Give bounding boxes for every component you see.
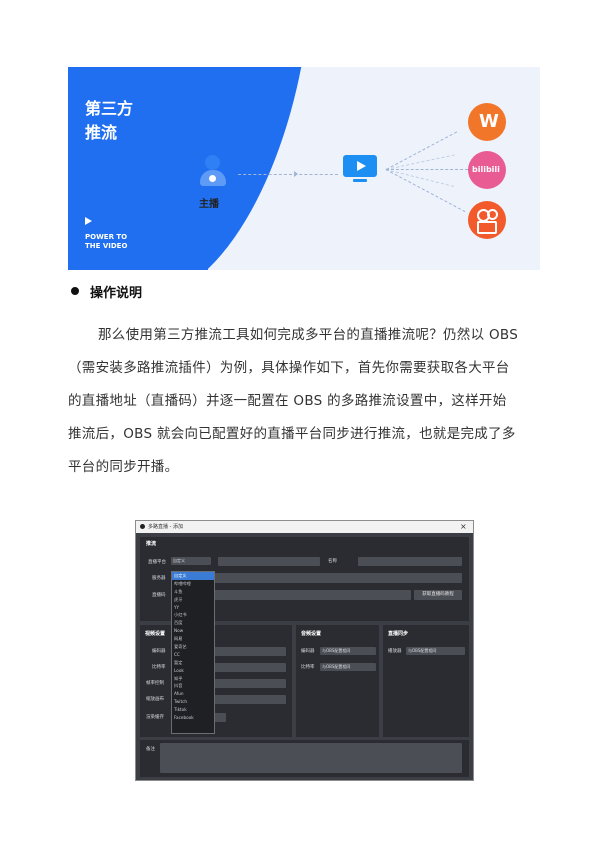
encoder-label: 编码器	[152, 649, 166, 654]
dropdown-option[interactable]: 哔哩哔哩	[174, 580, 191, 586]
bitrate-input[interactable]	[214, 663, 286, 672]
dropdown-option[interactable]: Now	[174, 628, 184, 634]
host-person-icon	[200, 155, 226, 187]
bitrate-label: 比特率	[152, 665, 166, 670]
dropdown-option[interactable]: 抖音	[174, 683, 183, 689]
dropdown-option[interactable]: 小红书	[174, 612, 187, 618]
key-input[interactable]	[171, 590, 411, 600]
audio-settings-label: 音频设置	[301, 631, 322, 637]
get-key-button[interactable]: 获取直播码教程	[414, 590, 462, 600]
keyframe-select[interactable]	[214, 679, 286, 688]
audio-bitrate-select[interactable]: 与OBS配置相同	[320, 663, 376, 671]
platform-camera-logo-icon	[468, 201, 506, 239]
obs-multistream-screenshot: 多路直播 - 添加 × 推流 直播平台 自定义 名称 服务器 直播码 获取直播码…	[135, 520, 474, 781]
sync-select[interactable]: 与OBS配置相同	[406, 647, 465, 655]
dropdown-option[interactable]: CC	[174, 651, 180, 657]
note-textarea[interactable]	[160, 743, 462, 773]
banner-image: 第三方 推流 POWER TO THE VIDEO 主播 W bilibili	[68, 67, 540, 270]
app-icon	[140, 524, 145, 529]
platform-extra-field[interactable]	[218, 557, 320, 566]
dropdown-option[interactable]: Tiktok	[174, 707, 187, 713]
size-label: 缩放画布	[146, 697, 164, 702]
paragraph-line-5: 平台的同步开播。	[68, 459, 179, 475]
live-sync-label: 直播同步	[388, 631, 409, 637]
audio-encoder-select[interactable]: 与OBS配置相同	[320, 647, 376, 655]
reference-label: 渲染缓存	[146, 715, 164, 720]
bullet-icon	[71, 287, 79, 295]
encoder-select[interactable]	[214, 647, 286, 656]
flow-arrow-icon	[294, 171, 298, 177]
dropdown-option[interactable]: Look	[174, 667, 184, 673]
dropdown-option[interactable]: 虎牙	[174, 596, 183, 602]
play-logo-icon	[85, 217, 92, 225]
window-titlebar: 多路直播 - 添加 ×	[136, 521, 473, 533]
fan-line-top	[386, 131, 458, 170]
dropdown-option[interactable]: Twitch	[174, 699, 188, 705]
power-line2: THE VIDEO	[85, 242, 128, 250]
platform-bilibili-logo-icon: bilibili	[468, 151, 506, 189]
audio-bitrate-label: 比特率	[301, 665, 315, 670]
platform-dropdown-list: 自定义 哔哩哔哩 斗鱼 虎牙 YY 小红书 百度 Now 网易 爱奇艺 CC 暂…	[171, 571, 215, 734]
note-label: 备注	[146, 747, 155, 752]
dropdown-option[interactable]: YY	[174, 604, 180, 610]
fan-line-b	[385, 169, 454, 187]
dropdown-option[interactable]: 斗鱼	[174, 588, 183, 594]
dropdown-option[interactable]: Facebook	[174, 715, 194, 721]
dropdown-option[interactable]: 网易	[174, 636, 183, 642]
dropdown-option[interactable]: Afun	[174, 691, 184, 697]
paragraph-line-2: （需安装多路推流插件）为例，具体操作如下，首先你需要获取各大平台	[68, 360, 510, 376]
platform-label: 直播平台	[148, 560, 166, 565]
platform-select[interactable]: 自定义	[171, 557, 211, 565]
banner-blue-panel	[68, 67, 208, 270]
paragraph-line-1: 那么使用第三方推流工具如何完成多平台的直播推流呢？仍然以 OBS	[98, 327, 519, 343]
reference-stepper[interactable]	[214, 713, 226, 722]
monitor-play-icon	[343, 155, 377, 182]
name-input[interactable]	[358, 557, 462, 566]
push-group-label: 推流	[146, 541, 157, 547]
close-icon[interactable]: ×	[460, 522, 467, 531]
audio-encoder-label: 编码器	[301, 649, 315, 654]
audio-settings-panel	[296, 625, 379, 737]
platform-orange-logo-icon: W	[468, 103, 506, 141]
power-line1: POWER TO	[85, 233, 128, 241]
sync-label: 播放器	[388, 649, 402, 654]
video-settings-label: 视频设置	[145, 631, 166, 637]
host-label: 主播	[199, 199, 219, 210]
keyframe-label: 帧率控制	[146, 681, 164, 686]
dropdown-option[interactable]: 知乎	[174, 675, 183, 681]
fan-line-bottom	[385, 169, 466, 213]
paragraph-line-4: 推流后，OBS 就会向已配置好的直播平台同步进行推流，也就是完成了多	[68, 426, 516, 442]
fan-line-mid	[386, 169, 468, 170]
flow-line	[238, 174, 338, 175]
dropdown-option[interactable]: 百度	[174, 620, 183, 626]
size-select[interactable]	[214, 695, 286, 704]
key-label: 直播码	[152, 593, 166, 598]
window-title: 多路直播 - 添加	[148, 524, 183, 530]
paragraph-line-3: 的直播地址（直播码）并逐一配置在 OBS 的多路推流设置中，这样开始	[68, 393, 507, 409]
server-input[interactable]	[171, 573, 462, 583]
dropdown-option[interactable]: 爱奇艺	[174, 644, 187, 650]
banner-title-line1: 第三方	[85, 99, 134, 118]
banner-title-line2: 推流	[85, 123, 118, 142]
dropdown-option[interactable]: 自定义	[172, 572, 214, 580]
server-label: 服务器	[152, 576, 166, 581]
dropdown-option[interactable]: 暂定	[174, 659, 183, 665]
live-sync-panel	[383, 625, 469, 737]
name-label: 名称	[328, 559, 337, 564]
section-heading: 操作说明	[90, 286, 143, 301]
